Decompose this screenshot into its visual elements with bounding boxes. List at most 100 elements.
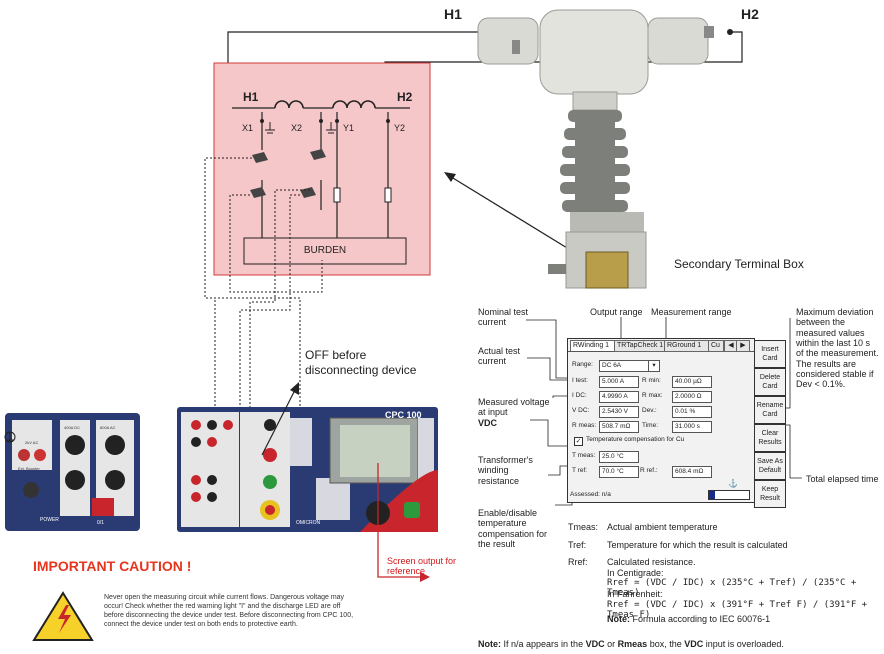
assessed-label: Assessed: n/a xyxy=(570,491,611,498)
itest-field[interactable]: 5.000 A xyxy=(599,376,639,388)
bottom-note-vdc: VDC xyxy=(585,639,605,649)
side-panel-label-400a: 400A DC xyxy=(64,425,81,430)
annotation-max-deviation: Maximum deviation between the measured v… xyxy=(796,307,879,390)
fuse-blocks xyxy=(333,187,392,203)
range-dropdown-icon[interactable]: ▾ xyxy=(648,360,660,372)
legend-rref-text: Calculated resistance. xyxy=(607,557,696,567)
rmeas-label: R meas: xyxy=(572,422,597,429)
tab-trtapcheck[interactable]: TRTapCheck 1 xyxy=(614,340,666,352)
bottom-note-vdc2: VDC xyxy=(684,639,704,649)
dev-field: 0.01 % xyxy=(672,406,712,418)
rmax-label: R max: xyxy=(642,392,663,399)
h2-terminal-dot xyxy=(727,29,733,35)
side-panel xyxy=(5,413,140,531)
delete-card-button[interactable]: Delete Card xyxy=(754,368,786,396)
terminal-box-arrow-head xyxy=(444,172,456,182)
legend-note-text: Formula according to IEC 60076-1 xyxy=(632,614,771,624)
annotation-actual-test-current: Actual test current xyxy=(478,346,521,367)
terminal-dots xyxy=(260,119,390,123)
ground-symbols xyxy=(265,122,336,134)
h1-label: H1 xyxy=(444,6,462,22)
legend-rref-key: Rref: xyxy=(568,557,588,567)
caution-line-4: connect the device under test on both en… xyxy=(104,621,298,628)
burden-label: BURDEN xyxy=(303,245,347,256)
test-leads xyxy=(184,157,323,490)
schematic-h2: H2 xyxy=(397,90,413,104)
bottom-note-part2: box, the xyxy=(649,639,682,649)
legend-tmeas-text: Actual ambient temperature xyxy=(607,522,718,532)
bottom-note-part3: input is overloaded. xyxy=(705,639,784,649)
itest-label: I test: xyxy=(572,377,588,384)
schematic-y1: Y1 xyxy=(343,123,355,133)
keep-result-button[interactable]: Keep Result xyxy=(754,480,786,508)
ship-icon: ⚓ xyxy=(728,479,738,488)
legend-tmeas-key: Tmeas: xyxy=(568,522,599,532)
caution-title: IMPORTANT CAUTION ! xyxy=(33,558,192,574)
tab-scroll-right-icon[interactable]: ▶ xyxy=(736,340,750,352)
bottom-note-rmeas: Rmeas xyxy=(617,639,648,649)
side-panel-switch: 0/1 xyxy=(97,520,104,526)
legend-note-bold: Note: xyxy=(607,614,630,624)
h2-label: H2 xyxy=(741,6,759,22)
side-panel-label-800a: 800A AC xyxy=(100,425,116,430)
vdc-label: V DC: xyxy=(572,407,590,414)
rename-card-button[interactable]: Rename Card xyxy=(754,396,786,424)
schematic-y2: Y2 xyxy=(394,123,406,133)
rmin-label: R min: xyxy=(642,377,661,384)
side-panel-label-ext: Ext. Booster xyxy=(18,466,40,471)
warning-triangle-icon xyxy=(32,591,94,641)
annotation-measured-voltage: Measured voltage at input VDC xyxy=(478,397,558,428)
temp-comp-checkbox[interactable]: ✓ xyxy=(574,437,583,446)
idc-field: 4.9990 A xyxy=(599,391,639,403)
burden-box xyxy=(243,237,407,265)
bottom-note-or: or xyxy=(607,639,616,649)
clear-results-button[interactable]: Clear Results xyxy=(754,424,786,452)
annotation-nominal-test-current: Nominal test current xyxy=(478,307,529,328)
save-as-default-button[interactable]: Save As Default xyxy=(754,452,786,480)
caution-line-1: Never open the measuring circuit while c… xyxy=(104,594,345,601)
rmax-field[interactable]: 2.0000 Ω xyxy=(672,391,712,403)
idc-label: I DC: xyxy=(572,392,587,399)
legend-fahrenheit-formula: Rref = (VDC / IDC) x (391°F + Tref F) / … xyxy=(607,600,868,620)
side-panel-label-240v: 2kV AC xyxy=(25,440,39,445)
tab-rwinding[interactable]: RWinding 1 xyxy=(570,340,616,351)
caution-line-2: occur! Check whether the red warning lig… xyxy=(104,603,341,610)
annotation-measured-voltage-text: Measured voltage at input xyxy=(478,397,550,418)
rwinding-window: RWinding 1 TRTapCheck 1 RGround 1 Cu ◀ ▶… xyxy=(567,338,755,503)
tref-field[interactable]: 70.0 °C xyxy=(599,466,639,478)
vdc-field: 2.5430 V xyxy=(599,406,639,418)
insert-card-button[interactable]: Insert Card xyxy=(754,340,786,368)
progress-bar xyxy=(708,490,750,500)
legend-fahrenheit-label: In Fahrenheit: xyxy=(607,589,663,599)
bottom-note: Note: If n/a appears in the VDC or Rmeas… xyxy=(478,639,784,649)
side-panel-power: POWER xyxy=(40,517,59,523)
schematic-x1: X1 xyxy=(242,123,254,133)
device-name: CPC 100 xyxy=(385,410,422,420)
bottom-note-bold: Note: xyxy=(478,639,501,649)
annotation-winding-resistance: Transformer's winding resistance xyxy=(478,455,533,486)
annotation-total-elapsed-time: Total elapsed time xyxy=(806,474,879,484)
schematic-h1: H1 xyxy=(243,90,259,104)
tab-cu[interactable]: Cu xyxy=(708,340,724,352)
secondary-terminal-box-label: Secondary Terminal Box xyxy=(674,257,804,271)
legend-centigrade-formula: Rref = (VDC / IDC) x (235°C + Tref) / (2… xyxy=(607,578,857,598)
tref-label: T ref: xyxy=(572,467,588,474)
device-brand: OMICRON xyxy=(296,520,321,526)
progress-fill xyxy=(709,491,715,499)
time-label: Time: xyxy=(642,422,659,429)
cpc100-device xyxy=(177,407,438,532)
tab-rground[interactable]: RGround 1 xyxy=(664,340,710,352)
dev-label: Dev.: xyxy=(642,407,657,414)
rref-field: 608.4 mΩ xyxy=(672,466,712,478)
primary-coils xyxy=(274,100,376,109)
tmeas-field[interactable]: 25.0 °C xyxy=(599,451,639,463)
transformer-illustration xyxy=(477,9,714,289)
tmeas-label: T meas: xyxy=(572,452,596,459)
legend-tref-key: Tref: xyxy=(568,540,587,550)
rmin-field[interactable]: 40.00 µΩ xyxy=(672,376,712,388)
annotation-measurement-range: Measurement range xyxy=(651,307,732,317)
range-select[interactable]: DC 6A xyxy=(599,360,651,372)
off-note: OFF before disconnecting device xyxy=(305,348,417,377)
screen-output-note: Screen output for reference xyxy=(387,556,457,576)
